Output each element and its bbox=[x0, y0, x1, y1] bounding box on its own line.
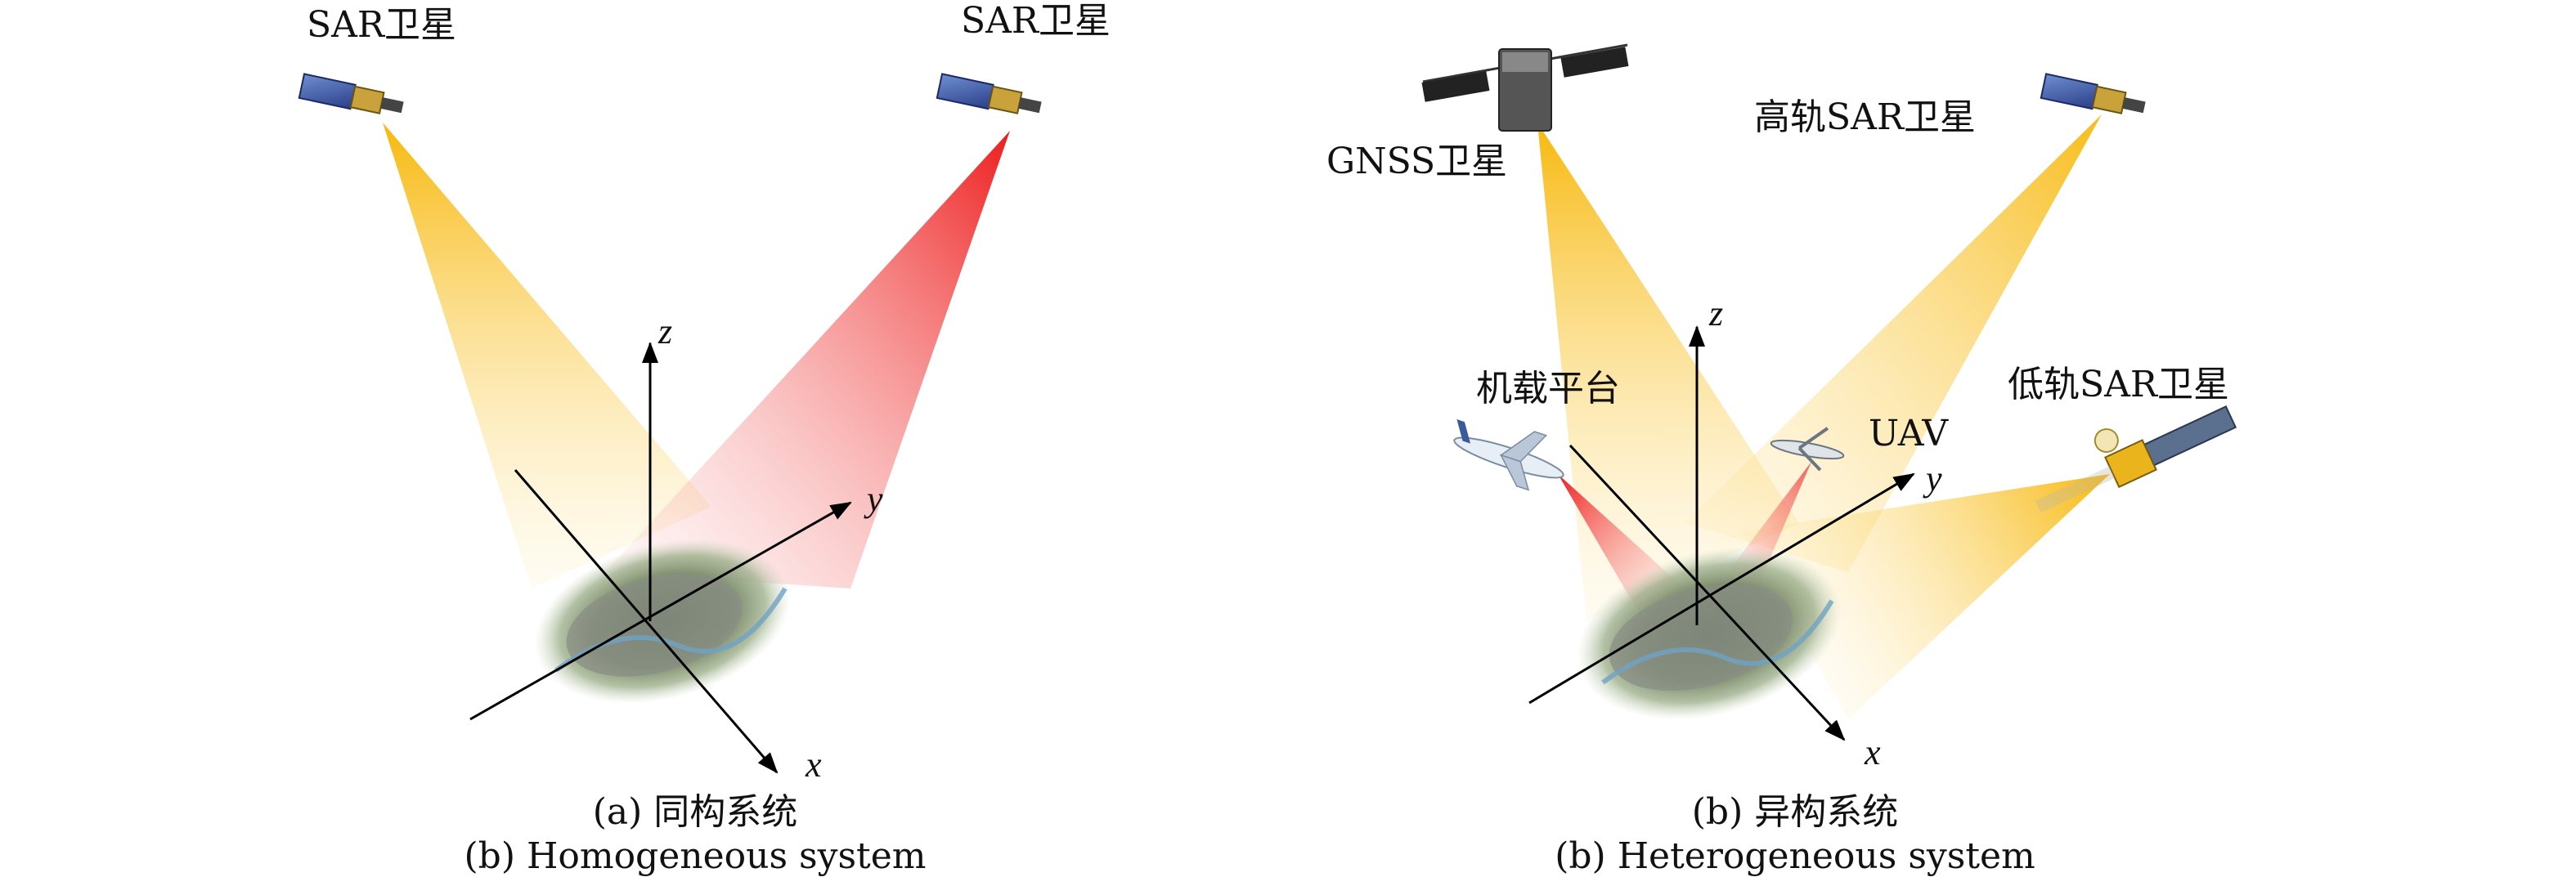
geo-sar-satellite-icon bbox=[2040, 73, 2146, 114]
gnss-satellite-icon bbox=[1421, 43, 1629, 132]
leo-sar-satellite-icon bbox=[2035, 405, 2237, 513]
caption-a-en: (b) Homogeneous system bbox=[464, 835, 927, 877]
panel-heterogeneous: GNSS卫星 高轨SAR卫星 机载平台 UAV 低轨SAR卫星 z y x (b… bbox=[1326, 43, 2237, 877]
beam-geo-sar-yellow bbox=[1685, 114, 2102, 572]
sar-satellite-left-icon bbox=[298, 73, 404, 114]
axis-y-label: y bbox=[1923, 459, 1942, 499]
uav-icon bbox=[1770, 427, 1845, 472]
axis-z-label: z bbox=[1708, 293, 1723, 333]
gnss-label: GNSS卫星 bbox=[1326, 141, 1507, 182]
sat-left-label: SAR卫星 bbox=[307, 4, 456, 46]
beam-right-red bbox=[605, 131, 1010, 588]
caption-b-en: (b) Heterogeneous system bbox=[1555, 835, 2035, 877]
geo-sar-label: 高轨SAR卫星 bbox=[1754, 96, 1976, 138]
axis-x-label: x bbox=[1864, 732, 1881, 772]
airborne-label: 机载平台 bbox=[1476, 368, 1620, 409]
caption-b-cn: (b) 异构系统 bbox=[1692, 791, 1898, 833]
sar-satellite-right-icon bbox=[936, 73, 1042, 114]
axis-z-label: z bbox=[657, 311, 672, 351]
axis-y-line bbox=[469, 501, 852, 721]
uav-label: UAV bbox=[1869, 413, 1949, 454]
panel-homogeneous: SAR卫星 SAR卫星 z y x (a) 同构系统 (b) Homogeneo… bbox=[298, 0, 1111, 877]
airborne-aircraft-icon bbox=[1453, 419, 1564, 491]
axis-x-label: x bbox=[805, 745, 822, 785]
leo-sar-label: 低轨SAR卫星 bbox=[2008, 364, 2229, 405]
caption-a-cn: (a) 同构系统 bbox=[593, 791, 798, 833]
axis-y-label: y bbox=[864, 479, 883, 519]
river bbox=[1601, 599, 1834, 685]
beam-left-yellow bbox=[383, 123, 711, 588]
axis-x-line bbox=[514, 469, 779, 774]
sat-right-label: SAR卫星 bbox=[961, 0, 1111, 42]
beam-leo-sar-yellow bbox=[1742, 474, 2110, 719]
axis-x-line bbox=[1568, 444, 1846, 741]
axis-y-line bbox=[1528, 472, 1915, 705]
